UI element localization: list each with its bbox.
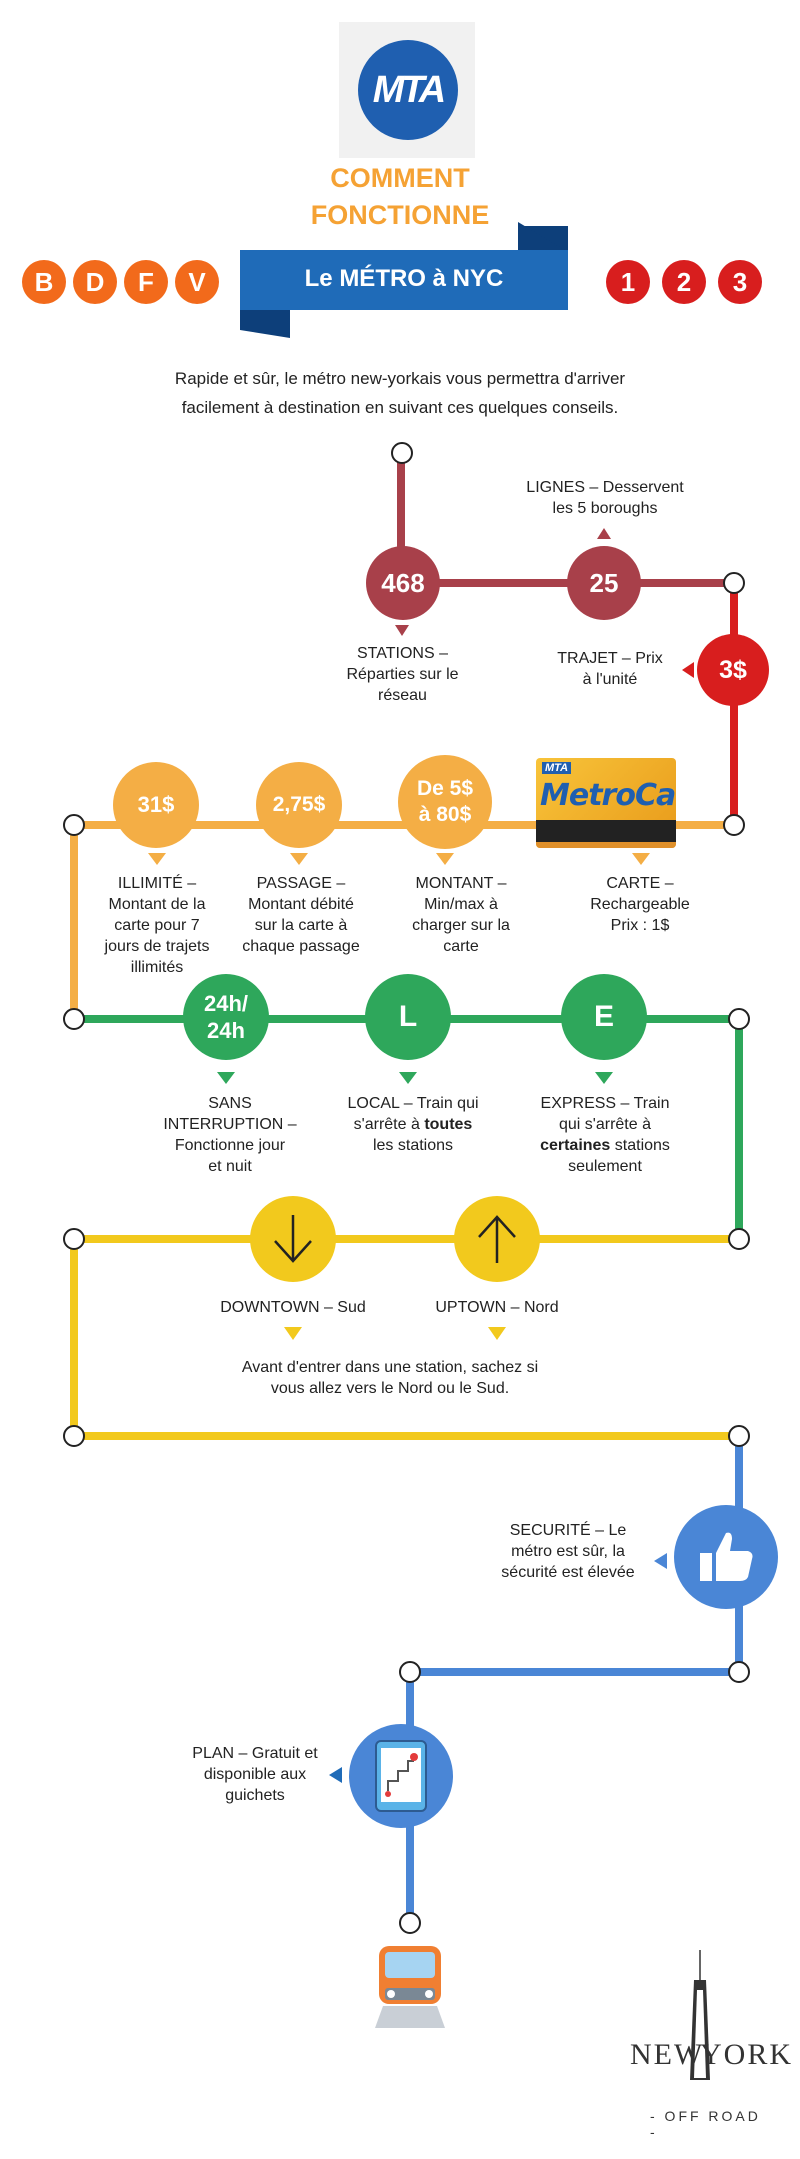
- train-icon: [375, 1946, 445, 2028]
- brand-tagline: - OFF ROAD -: [650, 2108, 761, 2140]
- line-badge-2: 2: [662, 260, 706, 304]
- tablet-map-icon: [375, 1740, 427, 1812]
- trip-price: 3$: [697, 634, 769, 706]
- banner-title: Le MÉTRO à NYC: [304, 265, 504, 292]
- pointer-trip: [682, 662, 694, 678]
- downtown-label: DOWNTOWN – Sud: [220, 1299, 366, 1316]
- banner-ribbon: [240, 222, 568, 338]
- downtown-badge: [250, 1196, 336, 1282]
- metrocard-image: MTA MetroCard: [536, 758, 676, 848]
- unlimited-price: 31$: [113, 762, 199, 848]
- mta-logo: MTA: [339, 22, 475, 158]
- allday-badge: 24h/24h: [183, 974, 269, 1060]
- newyork-offroad-logo: NEW YORK - OFF ROAD -: [630, 1950, 791, 2140]
- line-badge-3: 3: [718, 260, 762, 304]
- node-final: [399, 1912, 421, 1934]
- arrow-up-icon: [478, 1215, 516, 1263]
- brand-new: NEW: [630, 2038, 705, 2071]
- node-green-corner: [728, 1008, 750, 1030]
- node-orange-end: [63, 1008, 85, 1030]
- line-badge-1: 1: [606, 260, 650, 304]
- uptown-label: UPTOWN – Nord: [435, 1299, 559, 1316]
- empire-state-building-icon: [690, 1950, 710, 2080]
- arrow-down-icon: [274, 1215, 312, 1263]
- page-title-line1: COMMENT: [330, 163, 470, 193]
- map-badge: [349, 1724, 453, 1828]
- amount-range: De 5$à 80$: [398, 755, 492, 849]
- line-badge-v: V: [175, 260, 219, 304]
- line-badge-f: F: [124, 260, 168, 304]
- mta-logo-text: MTA: [372, 68, 446, 111]
- express-badge: E: [561, 974, 647, 1060]
- security-badge: [674, 1505, 778, 1609]
- node-orange-corner: [63, 814, 85, 836]
- node-red-end: [723, 814, 745, 836]
- intro-line-1: Rapide et sûr, le métro new-yorkais vous…: [174, 369, 626, 388]
- node-yellow-bottom: [63, 1425, 85, 1447]
- node-red-corner: [723, 572, 745, 594]
- node-yellow-corner: [63, 1228, 85, 1250]
- node-green-end: [728, 1228, 750, 1250]
- page-title-line2: FONCTIONNE: [310, 200, 490, 230]
- node-blue-corner: [728, 1661, 750, 1683]
- intro-line-2: facilement à destination en suivant ces …: [181, 398, 619, 417]
- lines-count: 25: [567, 546, 641, 620]
- direction-note: Avant d'entrer dans une station, sachez …: [241, 1359, 539, 1397]
- uptown-badge: [454, 1196, 540, 1282]
- node-start: [391, 442, 413, 464]
- stations-count: 468: [366, 546, 440, 620]
- node-yellow-end: [728, 1425, 750, 1447]
- pointer-lines: [597, 528, 611, 539]
- express-label: EXPRESS – Train qui s'arrête à certaines…: [540, 1095, 670, 1175]
- pass-price: 2,75$: [256, 762, 342, 848]
- line-badge-b: B: [22, 260, 66, 304]
- metrocard-text: MetroCard: [540, 778, 676, 813]
- pointer-stations: [395, 625, 409, 636]
- metrocard-brand: MTA: [542, 762, 572, 774]
- local-badge: L: [365, 974, 451, 1060]
- line-badge-d: D: [73, 260, 117, 304]
- brand-york: YORK: [700, 2038, 794, 2071]
- node-blue-turn: [399, 1661, 421, 1683]
- local-label: LOCAL – Train qui s'arrête à toutes les …: [347, 1095, 479, 1154]
- thumbs-up-icon: [700, 1532, 753, 1581]
